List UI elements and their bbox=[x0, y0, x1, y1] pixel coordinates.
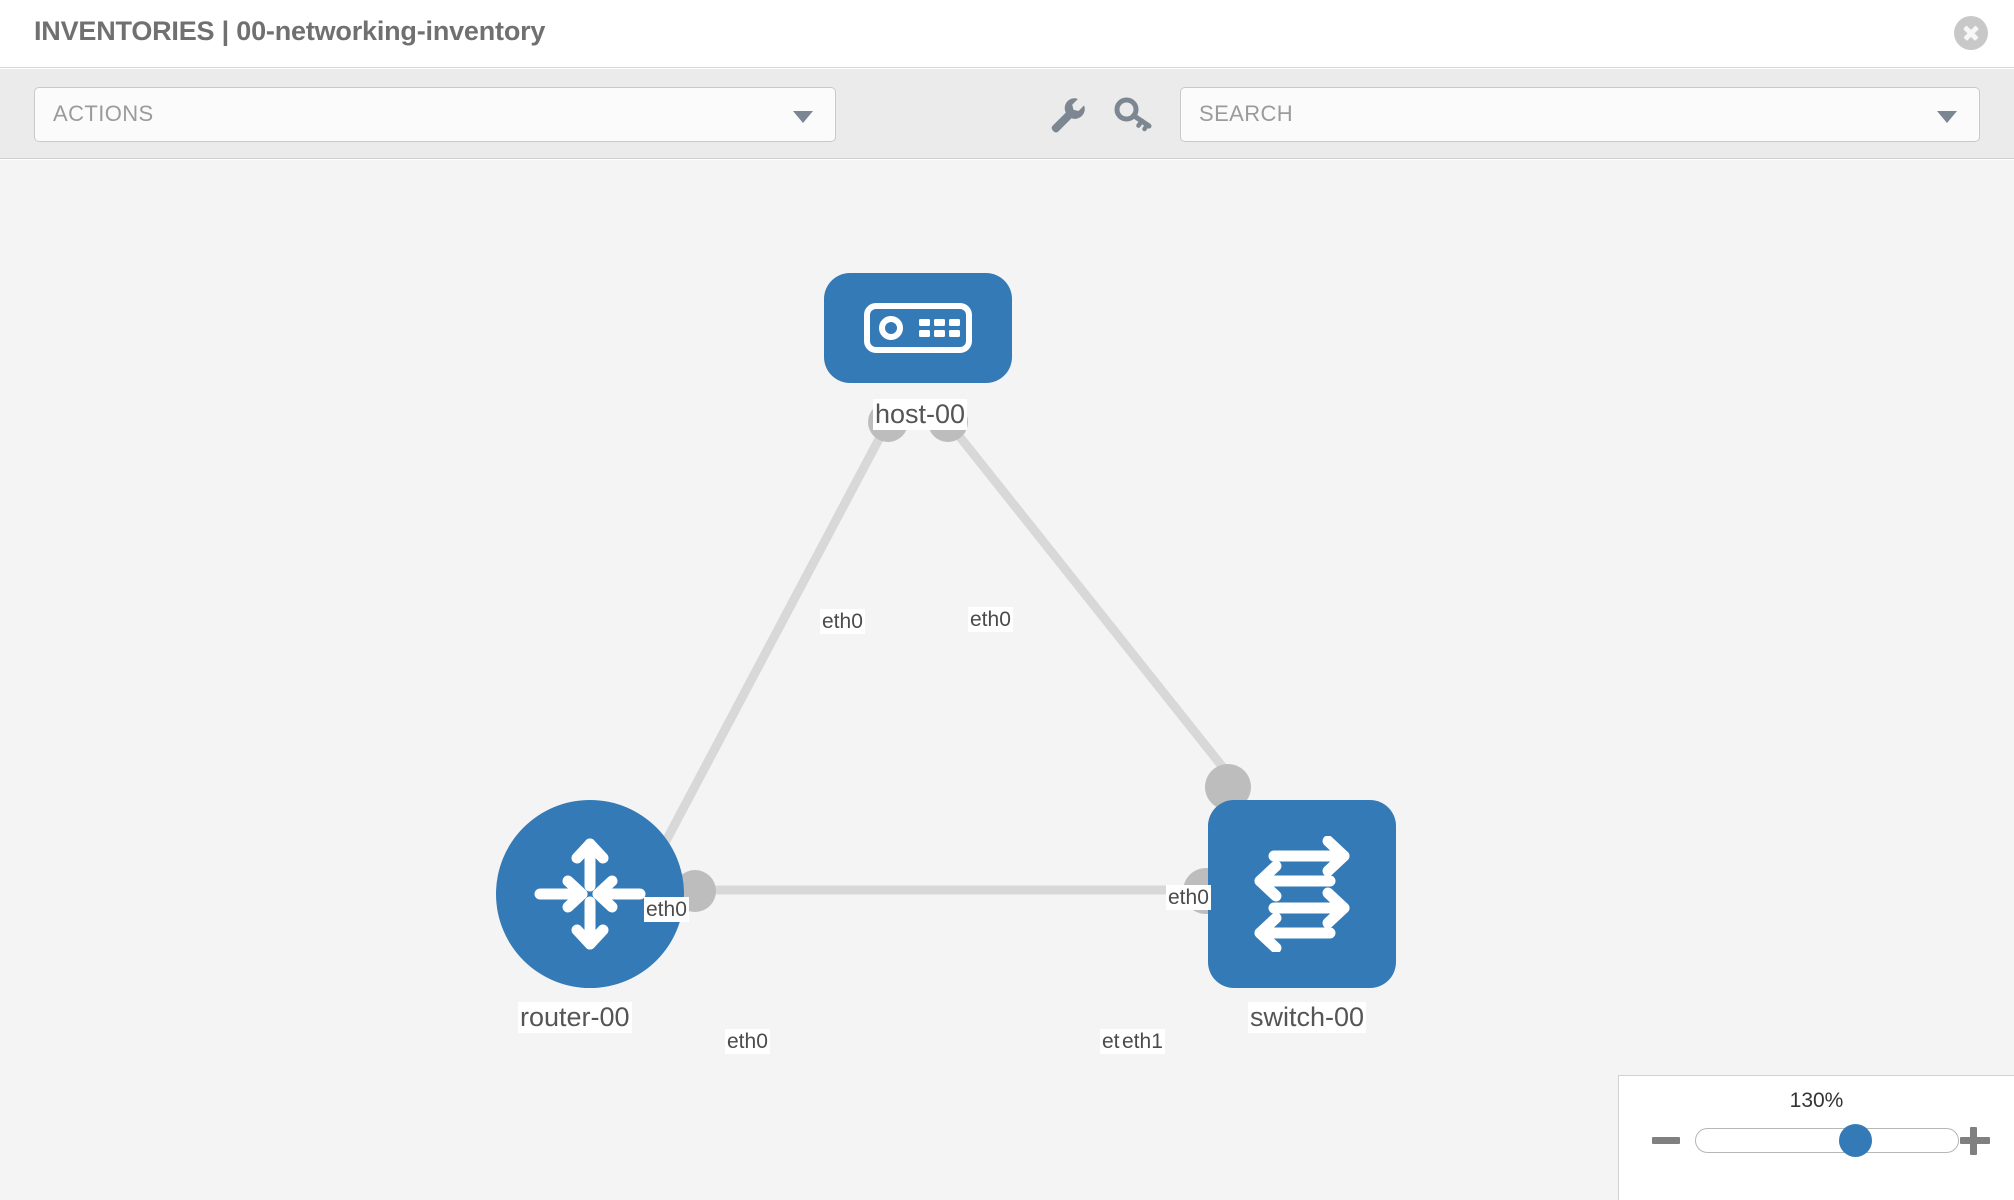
actions-dropdown[interactable]: ACTIONS bbox=[34, 87, 836, 142]
chevron-down-icon[interactable] bbox=[1937, 110, 1957, 123]
zoom-slider-track[interactable] bbox=[1695, 1124, 1959, 1157]
topology-canvas[interactable]: host-00 router-00 bbox=[0, 160, 2014, 1200]
close-icon[interactable] bbox=[1954, 16, 1988, 50]
switch-arrows-icon bbox=[1254, 836, 1350, 952]
zoom-slider-thumb[interactable] bbox=[1839, 1124, 1873, 1157]
server-icon bbox=[864, 303, 972, 353]
node-router-00-label: router-00 bbox=[518, 1002, 632, 1034]
zoom-out-button[interactable] bbox=[1649, 1124, 1683, 1158]
chevron-down-icon bbox=[793, 110, 813, 123]
node-switch-00[interactable]: switch-00 bbox=[1208, 800, 1400, 1040]
page-title: INVENTORIES | 00-networking-inventory bbox=[34, 16, 546, 46]
node-switch-00-shape[interactable] bbox=[1208, 800, 1396, 988]
iface-label-router-up-eth0: eth0 bbox=[644, 897, 689, 923]
iface-label-router-right-eth0: eth0 bbox=[725, 1029, 770, 1055]
iface-label-switch-up-eth0: eth0 bbox=[1166, 885, 1211, 911]
router-arrows-icon bbox=[534, 838, 646, 950]
zoom-percent-label: 130% bbox=[1789, 1089, 1844, 1112]
iface-label-host-left-eth0: eth0 bbox=[820, 609, 865, 635]
wrench-icon[interactable] bbox=[1043, 91, 1089, 137]
node-host-00-shape[interactable] bbox=[824, 273, 1012, 383]
search-input[interactable]: SEARCH bbox=[1180, 87, 1980, 142]
search-placeholder: SEARCH bbox=[1199, 101, 1294, 126]
zoom-in-button[interactable] bbox=[1958, 1124, 1992, 1158]
link-host-router bbox=[635, 417, 893, 895]
actions-dropdown-label: ACTIONS bbox=[53, 101, 154, 126]
node-router-00[interactable]: router-00 bbox=[496, 800, 684, 1040]
node-router-00-shape[interactable] bbox=[496, 800, 684, 988]
iface-label-switch-left-eth1: eth1 bbox=[1120, 1029, 1165, 1055]
node-host-00[interactable]: host-00 bbox=[824, 273, 1012, 483]
titlebar: INVENTORIES | 00-networking-inventory bbox=[0, 0, 2014, 68]
toolbar: ACTIONS SEARCH bbox=[0, 69, 2014, 159]
link-host-switch bbox=[943, 417, 1242, 790]
node-host-00-label: host-00 bbox=[873, 399, 968, 431]
key-icon[interactable] bbox=[1110, 91, 1156, 137]
topology-links bbox=[635, 417, 1242, 895]
zoom-control: 130% bbox=[1618, 1075, 2014, 1200]
iface-label-host-right-eth0: eth0 bbox=[968, 607, 1013, 633]
node-switch-00-label: switch-00 bbox=[1248, 1002, 1367, 1034]
